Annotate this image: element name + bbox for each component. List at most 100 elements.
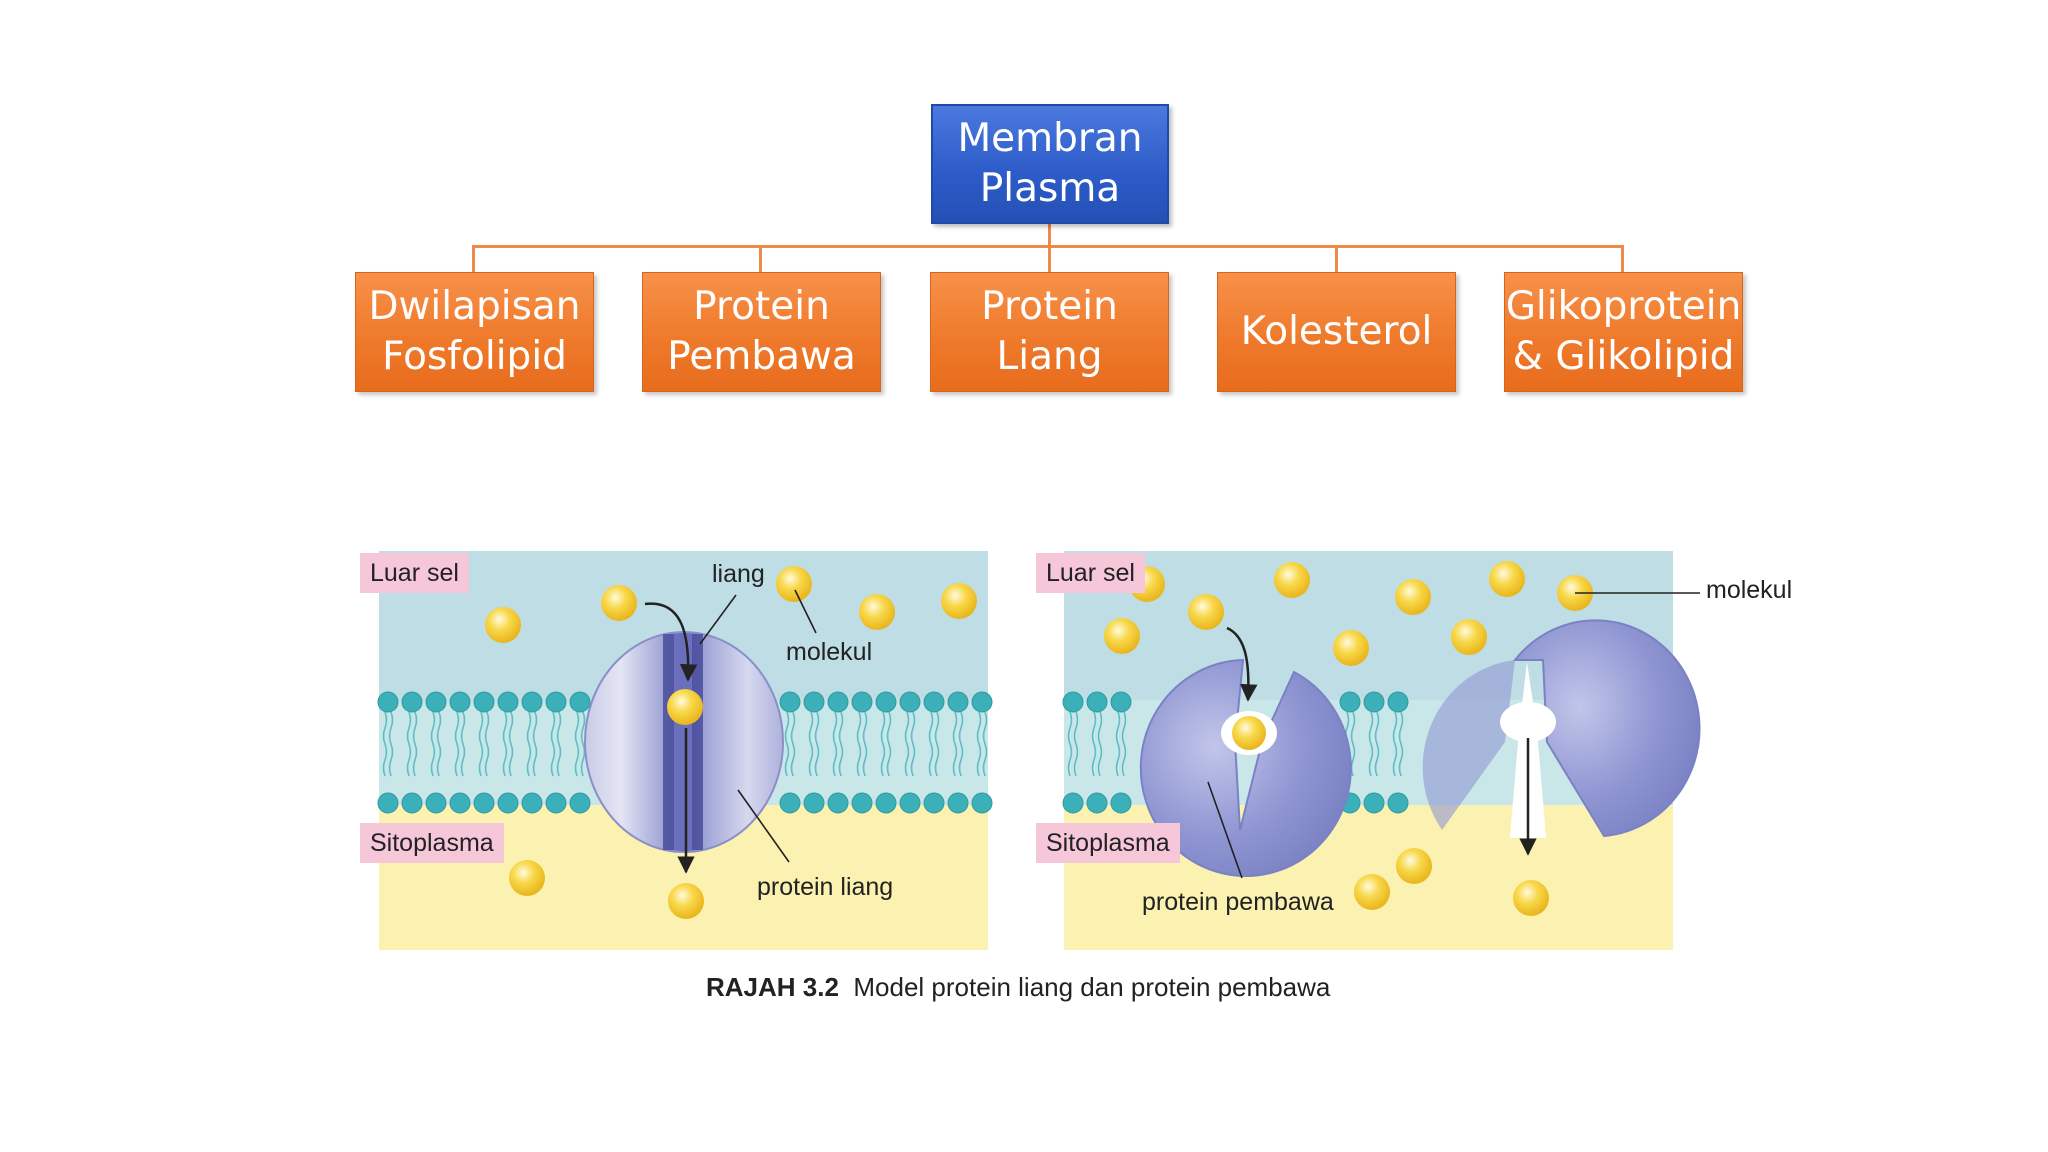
lipid-tail	[478, 711, 484, 777]
molecule-icon	[1354, 874, 1390, 910]
lipid-tail	[430, 711, 436, 777]
node-label: Dwilapisan Fosfolipid	[368, 284, 581, 379]
molecule-icon	[1274, 562, 1310, 598]
lipid-tail	[958, 711, 964, 777]
lipid-head-icon	[947, 792, 969, 814]
lipid-head-icon	[1086, 792, 1108, 814]
lipid-head-icon	[377, 691, 399, 713]
molecule-icon	[601, 585, 637, 621]
lipid-head-icon	[1086, 691, 1108, 713]
lipid-tail	[484, 711, 490, 777]
lipid-tail	[880, 711, 886, 777]
lipid-tail	[574, 711, 580, 777]
molecule-icon	[1104, 618, 1140, 654]
lipid-head-icon	[545, 691, 567, 713]
lipid-tail	[406, 711, 412, 777]
label-luar-sel-right: Luar sel	[1036, 553, 1145, 593]
connector-trunk	[1048, 224, 1051, 247]
lipid-tail	[928, 711, 934, 777]
molecule-icon	[509, 860, 545, 896]
label-liang: liang	[712, 560, 765, 588]
lipid-head-icon	[1062, 792, 1084, 814]
lipid-tail	[1067, 711, 1073, 777]
node-label: Protein Liang	[981, 284, 1118, 379]
lipid-head-icon	[1387, 691, 1409, 713]
connector-drop-5	[1621, 245, 1624, 272]
lipid-head-icon	[803, 691, 825, 713]
lipid-head-icon	[449, 792, 471, 814]
label-sitoplasma-left: Sitoplasma	[360, 823, 504, 863]
lipid-head-icon	[923, 792, 945, 814]
node-glikoprotein-glikolipid: Glikoprotein & Glikolipid	[1504, 272, 1743, 392]
node-membran-plasma-label: Membran Plasma	[957, 116, 1143, 211]
connector-drop-4	[1335, 245, 1338, 272]
lipid-tail	[856, 711, 862, 777]
lipid-tail	[556, 711, 562, 777]
lipid-tail	[1073, 711, 1079, 777]
lipid-tail	[808, 711, 814, 777]
molecule-icon	[1489, 561, 1525, 597]
lipid-head-icon	[1062, 691, 1084, 713]
molecule-icon	[668, 883, 704, 919]
molecule-icon	[1396, 848, 1432, 884]
lipid-tail	[1398, 711, 1404, 777]
lipid-head-icon	[425, 691, 447, 713]
node-label: Kolesterol	[1240, 309, 1433, 354]
label-luar-sel-left: Luar sel	[360, 553, 469, 593]
lipid-head-icon	[473, 691, 495, 713]
lipid-tail	[790, 711, 796, 777]
lipid-tail	[952, 711, 958, 777]
lipid-tail	[526, 711, 532, 777]
node-label: Protein Pembawa	[667, 284, 856, 379]
molecule-icon	[667, 689, 703, 725]
connector-drop-1	[472, 245, 475, 272]
molecules	[485, 561, 1593, 919]
label-sitoplasma-right: Sitoplasma	[1036, 823, 1180, 863]
lipid-tail	[1392, 711, 1398, 777]
leader-line	[794, 589, 817, 634]
lipid-head-icon	[473, 792, 495, 814]
lipid-head-icon	[923, 691, 945, 713]
node-label: Glikoprotein & Glikolipid	[1505, 284, 1742, 379]
caption-number: RAJAH 3.2	[706, 972, 839, 1002]
lipid-tail	[910, 711, 916, 777]
label-protein-pembawa: protein pembawa	[1142, 888, 1334, 916]
lipid-head-icon	[521, 792, 543, 814]
lipid-head-icon	[899, 792, 921, 814]
lipid-tail	[508, 711, 514, 777]
lipid-tail	[784, 711, 790, 777]
lipid-tail	[1374, 711, 1380, 777]
lipid-tail	[388, 711, 394, 777]
node-kolesterol: Kolesterol	[1217, 272, 1456, 392]
lipid-head-icon	[803, 792, 825, 814]
lipid-head-icon	[449, 691, 471, 713]
lipid-head-icon	[875, 792, 897, 814]
molecule-icon	[1333, 630, 1369, 666]
label-molekul-right: molekul	[1706, 576, 1793, 604]
molecule-icon	[1513, 880, 1549, 916]
lipid-tail	[412, 711, 418, 777]
lipid-tail	[1121, 711, 1127, 777]
channel-protein-icon	[584, 631, 784, 853]
lipid-head-icon	[971, 691, 993, 713]
lipid-tail	[982, 711, 988, 777]
figure-caption: RAJAH 3.2 Model protein liang dan protei…	[706, 972, 1366, 1003]
lipid-head-icon	[569, 691, 591, 713]
lipid-head-icon	[1387, 792, 1409, 814]
molecule-icon	[1395, 579, 1431, 615]
molecule-icon	[485, 607, 521, 643]
phospholipid-bilayer-right-a	[1062, 691, 1132, 814]
lipid-head-icon	[569, 792, 591, 814]
lipid-tail	[454, 711, 460, 777]
lipid-head-icon	[899, 691, 921, 713]
node-protein-liang: Protein Liang	[930, 272, 1169, 392]
molecule-icon	[859, 594, 895, 630]
node-dwilapisan-fosfolipid: Dwilapisan Fosfolipid	[355, 272, 594, 392]
lipid-tail	[814, 711, 820, 777]
lipid-tail	[886, 711, 892, 777]
lipid-head-icon	[875, 691, 897, 713]
lipid-head-icon	[827, 792, 849, 814]
lipid-head-icon	[1110, 792, 1132, 814]
lipid-head-icon	[1339, 691, 1361, 713]
